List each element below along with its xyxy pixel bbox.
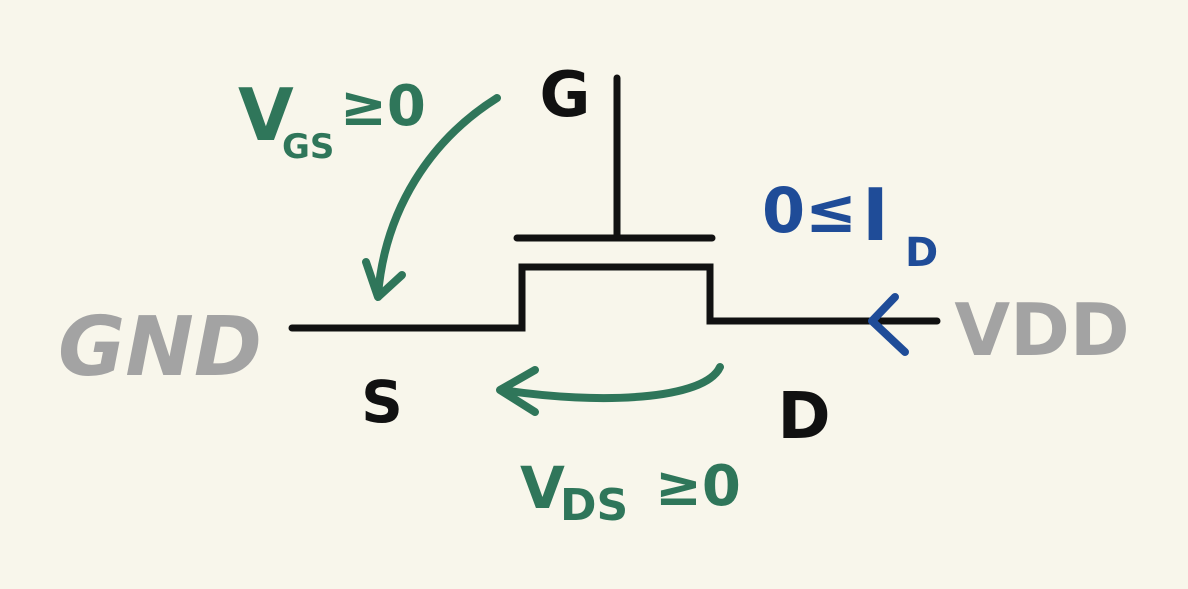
vgs-arrow [374,94,501,299]
vgs-relation: ≥0 [340,74,426,139]
vgs-subscript: GS [282,127,334,167]
vds-annotation: V DS ≥0 [520,454,741,531]
vds-subscript: DS [560,480,628,531]
source-label: S [361,368,403,436]
vdd-label: VDD [954,288,1129,372]
vgs-arrowhead [362,258,406,301]
gnd-label: GND [58,300,262,395]
vds-arrowhead [496,366,539,416]
vds-arrow [498,363,724,403]
id-prefix: 0≤ [762,174,857,247]
id-symbol: I [862,173,889,257]
id-annotation: 0≤ I D [762,173,938,276]
gate-label: G [540,58,591,131]
id-arrowhead [868,293,909,356]
vds-symbol: V [520,454,565,522]
id-subscript: D [905,230,938,276]
vgs-annotation: V GS ≥0 [238,73,426,167]
vgs-symbol: V [238,73,294,157]
vds-relation: ≥0 [655,454,741,519]
drain-label: D [777,380,830,454]
source-wire [288,263,941,332]
